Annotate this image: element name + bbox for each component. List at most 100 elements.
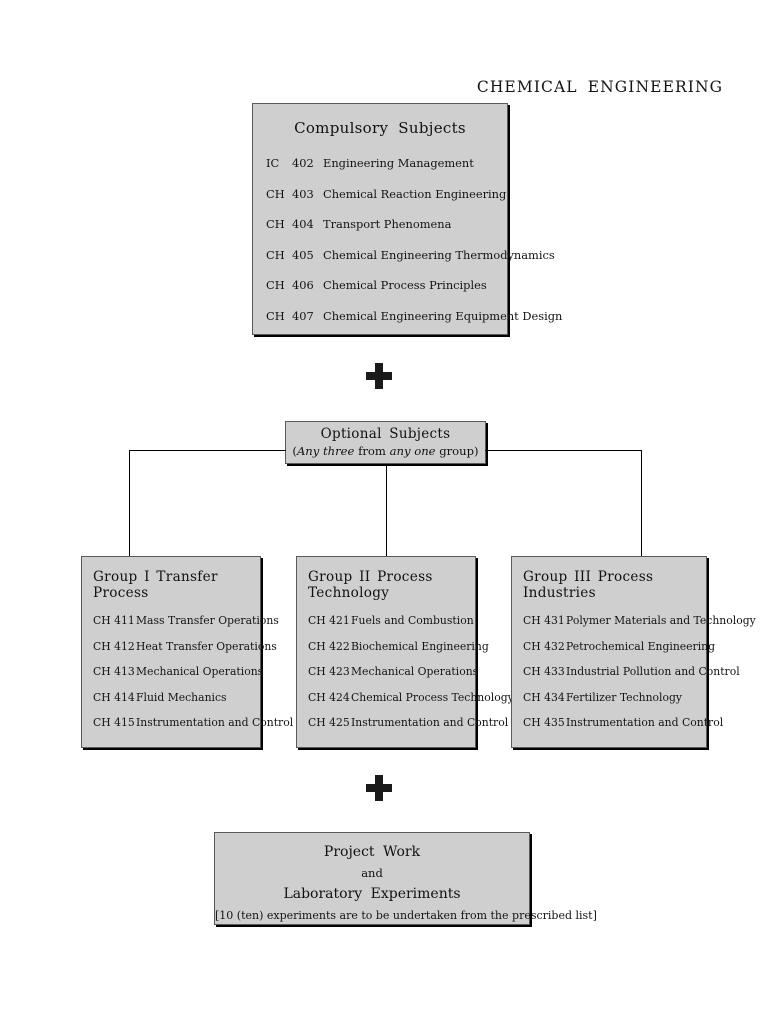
optional-subjects-subtitle: (Any three from any one group) <box>286 444 485 458</box>
course-name: Chemical Engineering Thermodynamics <box>323 247 555 262</box>
course-code: CH 405 <box>266 248 323 262</box>
course-name: Mechanical Operations <box>136 665 264 678</box>
project-work-line-2: and <box>361 866 383 880</box>
course-name: Petrochemical Engineering <box>566 639 716 653</box>
course-code: CH 423 <box>308 665 350 678</box>
course-number: 404 <box>292 217 314 231</box>
course-department: CH <box>266 247 285 262</box>
course-name: Fertilizer Technology <box>566 690 682 704</box>
subtitle-italic-any-three: Any three <box>296 444 355 458</box>
course-code: CH 413 <box>93 665 135 678</box>
project-work-box: Project Work and Laboratory Experiments … <box>214 832 597 925</box>
course-code: CH 433 <box>523 665 565 678</box>
course-name: Chemical Process Technology <box>351 690 514 704</box>
group-1-title: Group I Transfer Process <box>93 569 218 601</box>
course-name: Chemical Engineering Equipment Design <box>323 308 563 323</box>
course-name: Instrumentation and Control <box>351 716 509 729</box>
course-name: Mass Transfer Operations <box>136 614 279 627</box>
course-number: 406 <box>292 278 314 292</box>
optional-subjects-title: Optional Subjects <box>320 426 451 442</box>
course-name: Industrial Pollution and Control <box>566 665 740 678</box>
course-department: IC <box>266 156 280 170</box>
course-code: CH 435 <box>523 716 565 729</box>
course-name: Chemical Process Principles <box>323 278 487 292</box>
course-name: Biochemical Engineering <box>351 639 489 653</box>
subtitle-italic-any-one: any one <box>389 444 436 458</box>
course-code: CH 431 <box>523 614 565 627</box>
subtitle-mid: from <box>354 444 390 458</box>
course-department: CH <box>266 278 285 292</box>
compulsory-subjects-title: Compulsory Subjects <box>294 119 466 137</box>
course-number: 407 <box>292 308 314 323</box>
compulsory-subjects-box: Compulsory Subjects IC 402 Engineering Man… <box>252 103 562 335</box>
plus-icon <box>366 363 392 389</box>
course-item: CH 407 Chemical Engineering Equipment Desi… <box>266 309 562 323</box>
connector-line-right-vertical <box>641 450 642 557</box>
course-code: CH 412 <box>93 639 135 653</box>
course-number: 403 <box>292 186 314 201</box>
course-code: CH 421 <box>308 614 350 627</box>
course-code: CH 407 <box>266 309 323 323</box>
course-name: Instrumentation and Control <box>566 716 724 729</box>
course-item: CH 406 Chemical Process Principles <box>266 278 507 292</box>
course-code: IC 402 <box>266 156 323 170</box>
course-code: CH 406 <box>266 278 323 292</box>
group-3-title: Group III Process Industries <box>523 569 654 601</box>
group-2-title: Group II Process Technology <box>308 569 433 601</box>
subtitle-tail: group) <box>435 444 479 458</box>
project-work-note: [10 (ten) experiments are to be undertak… <box>215 909 597 922</box>
course-name: Mechanical Operations <box>351 665 479 678</box>
course-code: CH 422 <box>308 639 350 653</box>
subtitle-open: ( <box>292 444 297 458</box>
course-item: IC 402 Engineering Management <box>266 156 507 170</box>
course-code: CH 424 <box>308 690 350 704</box>
course-code: CH 411 <box>93 614 135 627</box>
course-code: CH 414 <box>93 690 135 704</box>
course-name: Heat Transfer Operations <box>136 639 277 653</box>
course-code: CH 415 <box>93 716 135 729</box>
course-item: CH 405 Chemical Engineering Thermodynamics <box>266 248 555 262</box>
course-name: Polymer Materials and Technology <box>566 614 756 627</box>
course-name: Transport Phenomena <box>323 217 452 231</box>
course-code: CH 403 <box>266 187 323 201</box>
course-name: Instrumentation and Control <box>136 716 294 729</box>
plus-icon <box>366 775 392 801</box>
course-name: Engineering Management <box>323 156 474 170</box>
optional-subjects-box: Optional Subjects (Any three from any on… <box>285 421 486 464</box>
course-department: CH <box>266 186 285 201</box>
project-work-line-1: Project Work <box>323 844 421 860</box>
connector-line-left-horizontal <box>129 450 286 451</box>
course-code: CH 432 <box>523 639 565 653</box>
project-work-line-3: Laboratory Experiments <box>283 886 461 902</box>
course-name: Fuels and Combustion <box>351 614 474 627</box>
course-number: 402 <box>292 156 314 170</box>
course-name: Chemical Reaction Engineering <box>323 186 507 201</box>
course-number: 405 <box>292 247 314 262</box>
course-code: CH 425 <box>308 716 350 729</box>
course-department: CH <box>266 308 285 323</box>
connector-line-middle-vertical <box>386 464 387 557</box>
